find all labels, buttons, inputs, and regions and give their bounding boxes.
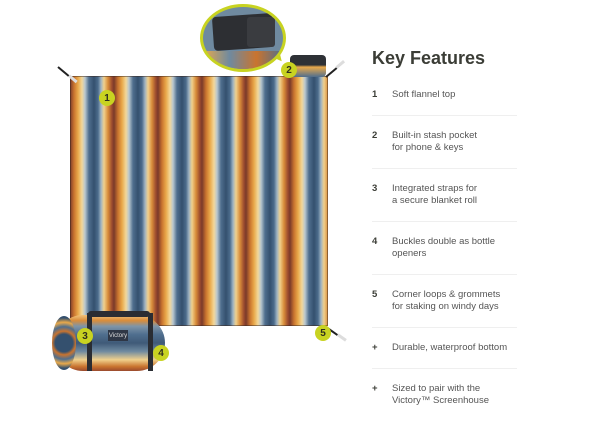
feature-text: Integrated straps for a secure blanket r… bbox=[392, 183, 478, 206]
blanket-image bbox=[70, 76, 328, 326]
roll-strap-right bbox=[148, 313, 153, 371]
feature-marker: 5 bbox=[372, 289, 378, 300]
feature-marker: + bbox=[372, 383, 378, 394]
feature-marker: 4 bbox=[372, 236, 378, 247]
feature-item: + Sized to pair with the Victory™ Screenh… bbox=[372, 383, 517, 421]
feature-badge-5: 5 bbox=[315, 325, 331, 341]
pocket-callout-magnifier bbox=[200, 4, 286, 72]
corner-loop-top-right bbox=[325, 67, 338, 78]
stash-pocket-image bbox=[290, 55, 326, 77]
feature-badge-3: 3 bbox=[77, 328, 93, 344]
feature-marker: + bbox=[372, 342, 378, 353]
roll-end bbox=[52, 316, 76, 370]
feature-item: 3 Integrated straps for a secure blanket … bbox=[372, 183, 517, 222]
section-heading: Key Features bbox=[372, 48, 486, 68]
product-feature-graphic: Victory 1 2 3 4 5 Key Features 1 Soft fla… bbox=[0, 0, 600, 400]
feature-badge-2: 2 bbox=[281, 62, 297, 78]
feature-text: Buckles double as bottle openers bbox=[392, 236, 495, 259]
feature-item: + Durable, waterproof bottom bbox=[372, 342, 517, 369]
feature-text: Sized to pair with the Victory™ Screenho… bbox=[392, 383, 489, 406]
feature-item: 5 Corner loops & grommets for staking on … bbox=[372, 289, 517, 328]
feature-badge-1: 1 bbox=[99, 90, 115, 106]
feature-marker: 3 bbox=[372, 183, 378, 194]
feature-item: 1 Soft flannel top bbox=[372, 89, 517, 116]
feature-text: Durable, waterproof bottom bbox=[392, 342, 508, 353]
key-features-panel: Key Features 1 Soft flannel top 2 Built-in… bbox=[372, 48, 572, 435]
feature-item: 2 Built-in stash pocket for phone & keys bbox=[372, 130, 517, 169]
feature-badge-4: 4 bbox=[153, 345, 169, 361]
feature-marker: 1 bbox=[372, 89, 378, 100]
corner-loop-top-left bbox=[57, 66, 70, 77]
feature-marker: 2 bbox=[372, 130, 378, 141]
feature-text: Corner loops & grommets for staking on w… bbox=[392, 289, 501, 312]
brand-label: Victory bbox=[108, 330, 128, 341]
feature-item: 4 Buckles double as bottle openers bbox=[372, 236, 517, 275]
feature-text: Built-in stash pocket for phone & keys bbox=[392, 130, 478, 153]
roll-handle bbox=[88, 311, 150, 317]
feature-text: Soft flannel top bbox=[392, 89, 456, 100]
